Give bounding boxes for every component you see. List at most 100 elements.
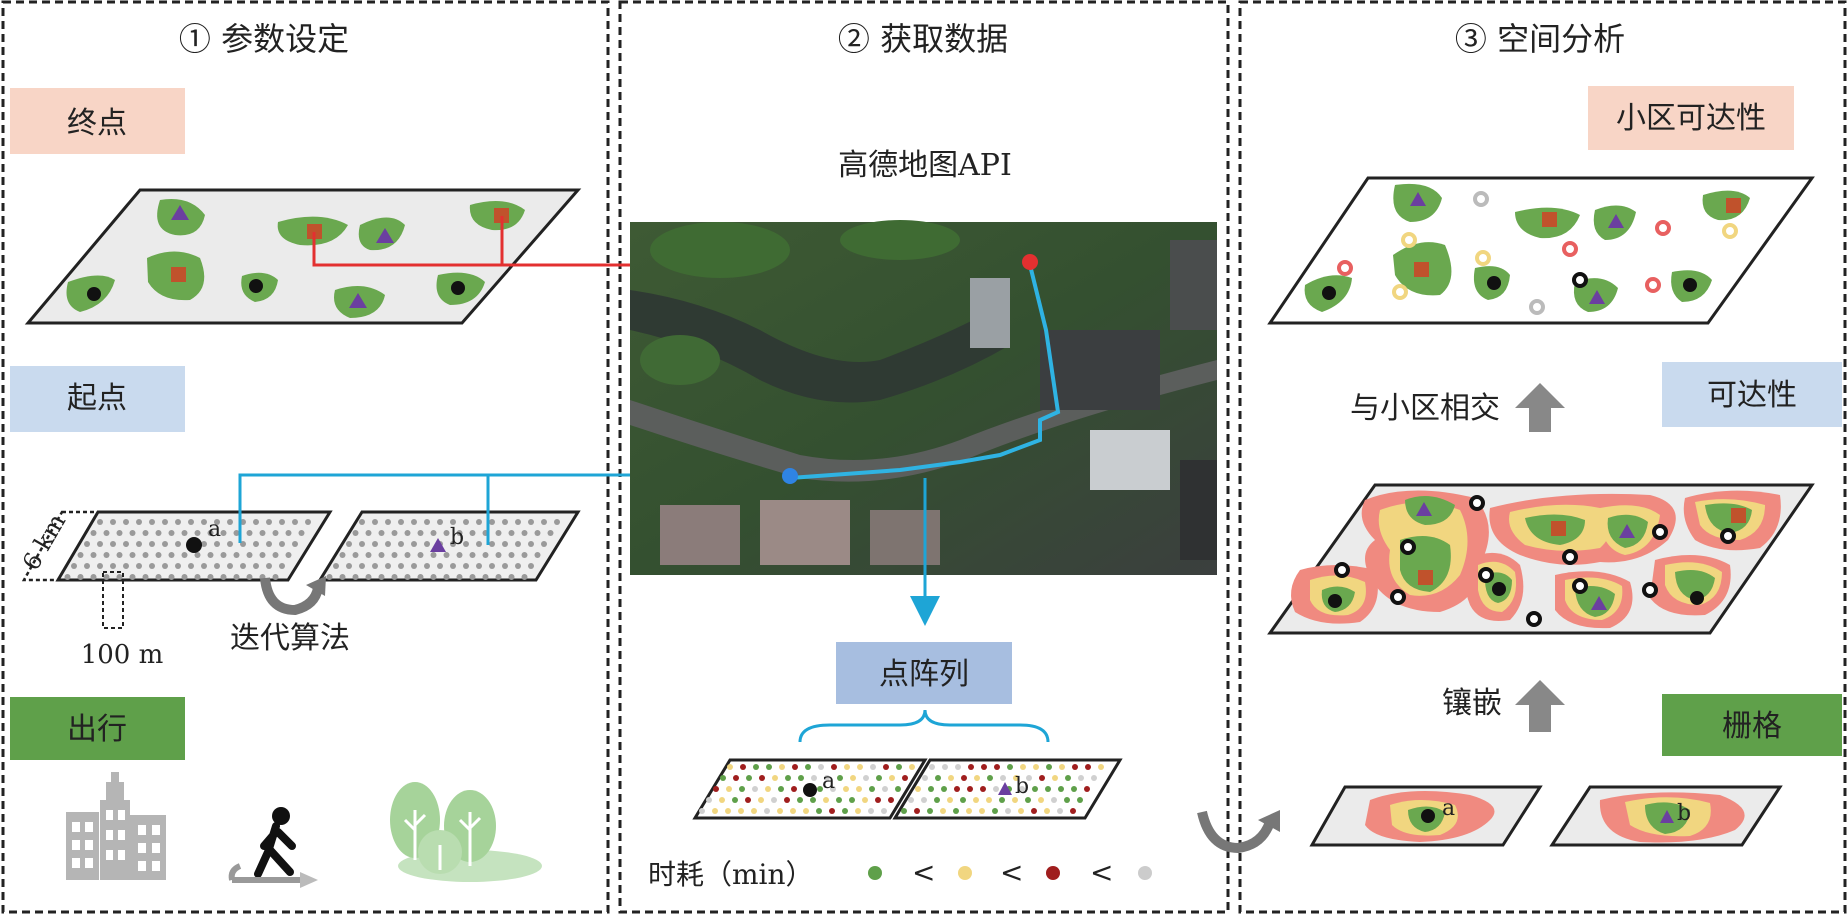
grid-dot (246, 530, 253, 536)
grid-dot (90, 574, 97, 580)
grid-dot (142, 530, 149, 536)
grid-dot (227, 519, 233, 525)
grid-dot (914, 808, 920, 814)
grid-dot (162, 541, 168, 547)
grid-dot (994, 764, 1000, 770)
legend-sep-3: < (1090, 856, 1113, 889)
dot-marker (87, 287, 101, 301)
grid-dot (521, 530, 528, 536)
grid-dot (876, 775, 882, 781)
grid-dot (1051, 797, 1057, 803)
origin-route-line (238, 460, 792, 543)
grid-dot (1064, 797, 1070, 803)
grid-dot (805, 764, 811, 770)
legend-sep-1: < (912, 856, 935, 889)
origin-label-box: 起点 (10, 366, 185, 432)
grid-dot (136, 541, 142, 547)
grid-dot (285, 530, 292, 536)
grid-dot (515, 563, 521, 569)
grid-dot (541, 541, 547, 547)
grid-dot (955, 764, 961, 770)
grid-dot (1005, 808, 1011, 814)
grid-dot (220, 530, 227, 536)
grid-dot (791, 786, 797, 792)
grid-dot (929, 764, 935, 770)
grid-dot (908, 797, 914, 803)
grid-dot (934, 797, 940, 803)
grid-dot (292, 541, 298, 547)
grid-dot (1071, 786, 1077, 792)
grid-dot (162, 563, 168, 569)
grid-dot (482, 552, 489, 558)
grid-dot (417, 552, 424, 558)
grid-dot (902, 775, 908, 781)
grid-size-dimension (21, 510, 101, 582)
grid-dot (103, 552, 110, 558)
grid-dot (142, 574, 149, 580)
point-a-label: a (822, 769, 835, 794)
grid-dot (259, 530, 266, 536)
grid-dot (868, 808, 874, 814)
walking-person-icon (228, 807, 318, 888)
grid-dot (534, 552, 541, 558)
timecost-plane-b: b (892, 758, 1123, 820)
community-access-label-box: 小区可达性 (1588, 86, 1794, 150)
grid-dot (830, 786, 836, 792)
grid-dot (855, 808, 861, 814)
grid-dot (521, 574, 528, 580)
grid-dot (784, 797, 790, 803)
grid-dot (778, 786, 784, 792)
grid-dot (404, 574, 411, 580)
grid-dot (992, 808, 998, 814)
grid-dot (359, 519, 365, 525)
grid-dot (398, 519, 404, 525)
grid-dot (495, 530, 502, 536)
grid-dot (502, 563, 508, 569)
grid-dot (90, 552, 97, 558)
grid-dot (450, 519, 456, 525)
point-b-marker (1660, 810, 1674, 823)
grid-dot (966, 808, 972, 814)
grid-dot (378, 530, 385, 536)
grid-dot (1091, 775, 1097, 781)
grid-dot (266, 563, 272, 569)
grid-dot (333, 563, 339, 569)
grid-dot (227, 563, 233, 569)
grid-dot (745, 797, 751, 803)
grid-dot (181, 552, 188, 558)
grid-dot (246, 574, 253, 580)
grid-dot (71, 563, 77, 569)
travel-label: 出行 (67, 712, 127, 747)
grid-dot (720, 775, 726, 781)
grid-dot (862, 797, 868, 803)
grid-dot (279, 519, 285, 525)
grid-dot (233, 574, 240, 580)
grid-dot (84, 563, 90, 569)
grid-dot (430, 574, 437, 580)
grid-dot (785, 775, 791, 781)
grid-dot (1044, 808, 1050, 814)
panel-1-frame (1, 0, 610, 914)
grid-dot (870, 764, 876, 770)
grid-dot (521, 552, 528, 558)
grid-dot (495, 552, 502, 558)
grid-dot (953, 808, 959, 814)
grid-dot (816, 808, 822, 814)
grid-dot (922, 775, 928, 781)
grid-dot (220, 574, 227, 580)
grid-dot (443, 552, 450, 558)
grid-dot (207, 552, 214, 558)
grid-dot (391, 574, 398, 580)
grid-dot (1072, 764, 1078, 770)
community-access-label: 小区可达性 (1616, 101, 1766, 136)
grid-dot (764, 808, 770, 814)
grid-dot (829, 808, 835, 814)
grid-dot (541, 519, 547, 525)
grid-dot (430, 530, 437, 536)
iteration-arrow-icon (260, 576, 326, 616)
panel-2-frame (618, 0, 1230, 914)
grid-dot (272, 574, 279, 580)
grid-dot (915, 786, 921, 792)
panel-3-title: ③ 空间分析 (1455, 20, 1625, 58)
